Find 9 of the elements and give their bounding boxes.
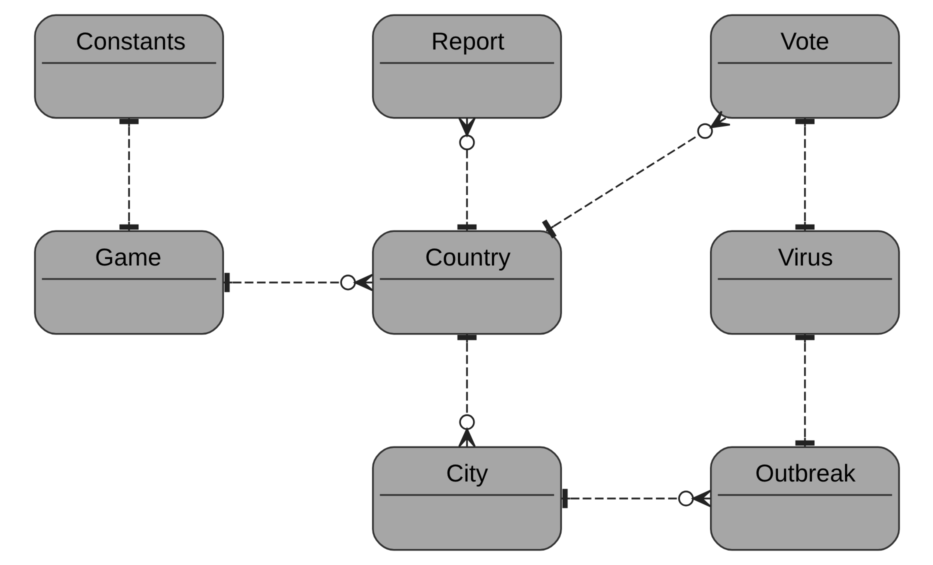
node-box: Country bbox=[372, 230, 562, 335]
node-box: Outbreak bbox=[710, 446, 900, 551]
node-box: Game bbox=[34, 230, 224, 335]
node-box: City bbox=[372, 446, 562, 551]
node-box: Vote bbox=[710, 14, 900, 119]
node-box: Constants bbox=[34, 14, 224, 119]
node-box: Virus bbox=[710, 230, 900, 335]
connector bbox=[541, 110, 730, 238]
node-box: Report bbox=[372, 14, 562, 119]
